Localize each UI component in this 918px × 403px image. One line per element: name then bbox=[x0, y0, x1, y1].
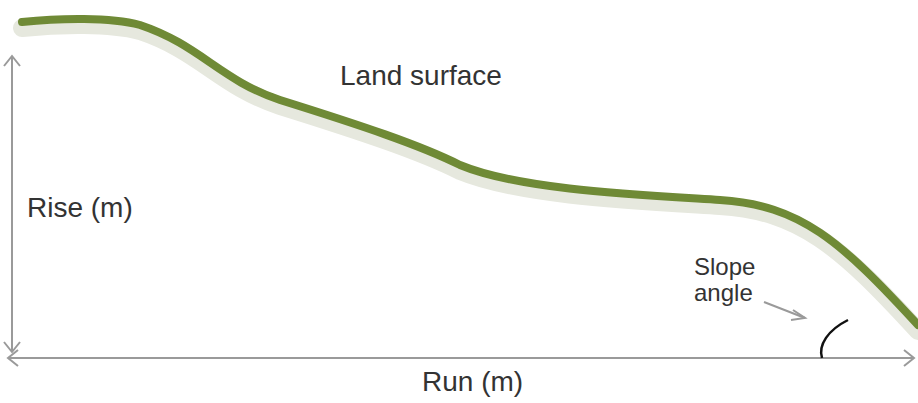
angle-arc bbox=[821, 320, 848, 358]
land-surface-line bbox=[22, 19, 918, 325]
rise-arrow bbox=[4, 56, 20, 352]
run-arrow bbox=[8, 350, 914, 366]
leader-arrow bbox=[764, 302, 805, 320]
run-label: Run (m) bbox=[422, 366, 523, 398]
soil-shadow bbox=[22, 25, 918, 331]
surface-label: Land surface bbox=[340, 60, 502, 92]
slope-angle-label: Slope angle bbox=[694, 254, 774, 307]
rise-label: Rise (m) bbox=[27, 192, 133, 224]
